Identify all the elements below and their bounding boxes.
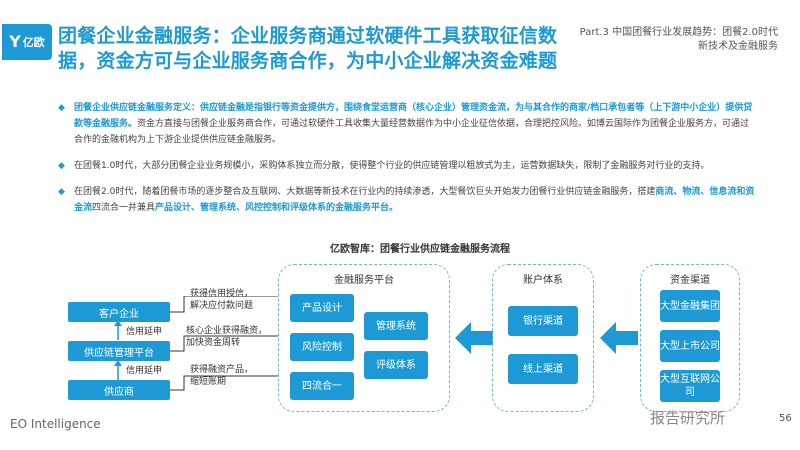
diamond-bullet-icon: ◆: [58, 103, 65, 113]
definition-highlight: 团餐企业供应链金融服务定义：供应链金融是指银行等资金提供方，围绕食堂运营商（核心…: [74, 103, 753, 129]
accounts-online-channel: 线上渠道: [508, 354, 578, 384]
node-supplier: 供应商: [68, 380, 170, 400]
funds-listed-company: 大型上市公司: [660, 330, 720, 362]
platform-four-flows: 四流合一: [290, 372, 354, 400]
note-2a: 核心企业获得融资，: [186, 326, 268, 336]
vertical-connectors: [114, 320, 122, 380]
era-1-text: 在团餐1.0时代，大部分团餐企业业务规模小，采购体系独立而分散，使得整个行业的供…: [74, 161, 710, 171]
funds-title: 资金渠道: [670, 275, 710, 286]
node-supply-chain-platform: 供应链管理平台: [68, 341, 170, 361]
watermark-text: 报告研究所: [650, 409, 726, 427]
section-label-line2: 新技术及金融服务: [698, 41, 778, 52]
diamond-bullet-icon: ◆: [58, 187, 65, 197]
credit-extension-label-2: 信用延申: [126, 366, 163, 376]
credit-extension-label-1: 信用延申: [126, 327, 163, 337]
note-credit-authorization: 获得信用授信， 解决应付款问题: [190, 288, 253, 312]
platform-management-system: 管理系统: [364, 312, 428, 340]
page-title-line2: 据，资金方可与企业服务商合作，为中小企业解决资金难题: [58, 50, 558, 72]
bullet-era-1: ◆ 在团餐1.0时代，大部分团餐企业业务规模小，采购体系独立而分散，使得整个行业…: [58, 158, 758, 174]
note-core-financing: 核心企业获得融资， 加快资金周转: [186, 325, 267, 349]
diamond-bullet-icon: ◆: [58, 161, 65, 171]
section-label: Part.3 中国团餐行业发展趋势：团餐2.0时代 新技术及金融服务: [558, 26, 778, 54]
page-title: 团餐企业金融服务：企业服务商通过软硬件工具获取征信数 据，资金方可与企业服务商合…: [58, 24, 578, 74]
funds-financial-group: 大型金融集团: [660, 290, 720, 322]
note-3b: 缩短账期: [190, 377, 227, 387]
platform-product-design: 产品设计: [290, 294, 354, 322]
diagram-title: 亿欧智库：团餐行业供应链金融服务流程: [330, 244, 510, 255]
arrow-left-icon: [455, 322, 493, 354]
note-1b: 解决应付款问题: [190, 301, 254, 311]
node-client-company: 客户企业: [68, 302, 170, 322]
flow-brackets: [170, 296, 278, 391]
era-2-highlight-a: 商流、物流、信息流和资金流: [74, 187, 755, 213]
section-label-line1: Part.3 中国团餐行业发展趋势：团餐2.0时代: [579, 27, 778, 38]
logo-mark-icon: Y: [9, 32, 21, 51]
page-number: 56: [779, 413, 792, 424]
bullet-definition: ◆ 团餐企业供应链金融服务定义：供应链金融是指银行等资金提供方，围绕食堂运营商（…: [58, 100, 758, 148]
logo-text: 亿欧: [22, 36, 45, 49]
accounts-bank-channel: 银行渠道: [508, 306, 578, 336]
panel-account-system: [492, 264, 594, 412]
era-2-text-a: 在团餐2.0时代，随着团餐市场的逐步整合及互联网、大数据等新技术在行业内的持续渗…: [74, 187, 656, 197]
platform-risk-control: 风险控制: [290, 333, 354, 361]
bullet-list: ◆ 团餐企业供应链金融服务定义：供应链金融是指银行等资金提供方，围绕食堂运营商（…: [58, 100, 758, 226]
arrow-left-icon: [600, 322, 638, 354]
funds-internet-company: 大型互联网公司: [660, 370, 720, 402]
page-title-line1: 团餐企业金融服务：企业服务商通过软硬件工具获取征信数: [58, 25, 558, 47]
era-2-highlight-b: 产品设计、管理系统、风控控制和评级体系的金融服务平台。: [155, 203, 399, 213]
accounts-title: 账户体系: [523, 275, 563, 286]
note-1a: 获得信用授信，: [190, 289, 254, 299]
platform-rating-system: 评级体系: [364, 351, 428, 379]
note-2b: 加快资金周转: [186, 338, 241, 348]
panel-financial-platform: [278, 264, 450, 412]
footer-brand: EO Intelligence: [10, 417, 101, 431]
panel-funding-channels: [640, 264, 740, 412]
logo: Y 亿欧: [2, 24, 52, 60]
platform-title: 金融服务平台: [334, 275, 394, 286]
definition-text: 资金方直接与团餐企业服务商合作，可通过软硬件工具收集大量经营数据作为中小企业征信…: [74, 119, 750, 145]
note-financing-products: 获得融资产品， 缩短账期: [190, 364, 253, 388]
era-2-text-b: 四流合一并兼具: [92, 203, 156, 213]
bullet-era-2: ◆ 在团餐2.0时代，随着团餐市场的逐步整合及互联网、大数据等新技术在行业内的持…: [58, 184, 758, 216]
note-3a: 获得融资产品，: [190, 365, 254, 375]
